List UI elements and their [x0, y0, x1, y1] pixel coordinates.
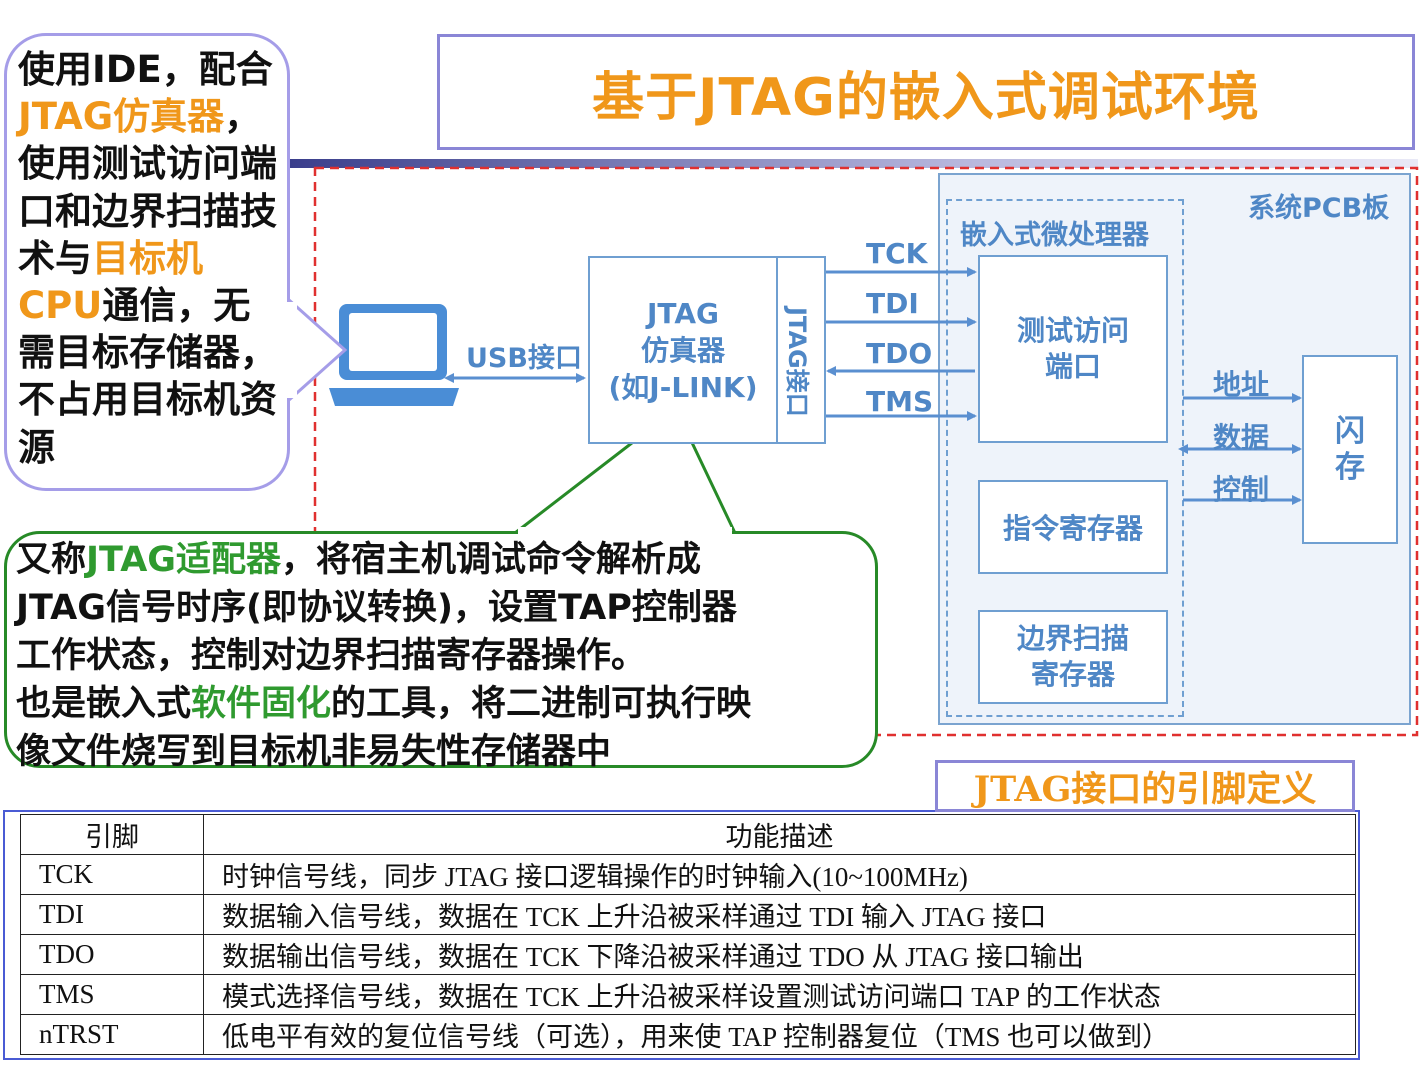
signal-tms: TMS — [866, 385, 934, 418]
green-l3: 工作状态，控制对边界扫描寄存器操作。 — [16, 636, 647, 676]
green-l4-b: 软件固化 — [191, 684, 332, 724]
flash-box: 闪 存 — [1302, 355, 1398, 544]
green-l4-a: 也是嵌入式 — [16, 684, 192, 724]
processor-label: 嵌入式微处理器 — [960, 220, 1149, 251]
title-frame — [437, 34, 1415, 150]
jtag-port-label: JTAG接口 — [783, 307, 811, 417]
instruction-register-box: 指令寄存器 — [978, 480, 1168, 574]
signal-tdi: TDI — [866, 287, 919, 320]
green-l1-a: 又称 — [16, 540, 87, 580]
instruction-register-label: 指令寄存器 — [1002, 512, 1143, 545]
pin-cell: TDI — [20, 894, 204, 935]
desc-cell: 数据输出信号线，数据在 TCK 下降沿被采样通过 TDO 从 JTAG 接口输出 — [203, 934, 1356, 975]
flash-line2: 存 — [1335, 449, 1365, 485]
usb-label: USB接口 — [466, 343, 582, 374]
tap-box: 测试访问 端口 — [978, 255, 1168, 443]
title-divider-bar — [290, 159, 1418, 168]
bsr-line1: 边界扫描 — [1016, 622, 1129, 655]
signal-tdo: TDO — [866, 337, 933, 370]
green-l4-c: 的工具，将二进制可执行映 — [331, 684, 752, 724]
desc-cell: 时钟信号线，同步 JTAG 接口逻辑操作的时钟输入(10~100MHz) — [203, 854, 1356, 895]
jtag-emulator-box — [588, 256, 826, 444]
emulator-divider — [776, 256, 778, 444]
table-row: TDI 数据输入信号线，数据在 TCK 上升沿被采样通过 TDI 输入 JTAG… — [20, 894, 1356, 935]
pin-cell: TMS — [20, 974, 204, 1015]
col-header-pin: 引脚 — [20, 814, 204, 855]
pin-table-title-frame — [935, 760, 1355, 812]
green-callout-gap — [518, 527, 732, 537]
green-l2: JTAG信号时序(即协议转换)，设置TAP控制器 — [16, 588, 737, 628]
processor-frame — [946, 199, 1184, 717]
table-row: TDO 数据输出信号线，数据在 TCK 下降沿被采样通过 TDO 从 JTAG … — [20, 934, 1356, 975]
pin-table: 引脚 功能描述 TCK 时钟信号线，同步 JTAG 接口逻辑操作的时钟输入(10… — [20, 814, 1356, 1055]
green-callout — [4, 531, 878, 768]
bus-address-label: 地址 — [1213, 368, 1270, 401]
bsr-line2: 寄存器 — [1030, 658, 1115, 691]
bus-data-label: 数据 — [1213, 421, 1270, 454]
laptop-icon — [329, 304, 459, 406]
table-row: nTRST 低电平有效的复位信号线（可选），用来使 TAP 控制器复位（TMS … — [20, 1014, 1356, 1055]
emulator-line1: JTAG — [647, 297, 719, 330]
desc-cell: 模式选择信号线，数据在 TCK 上升沿被采样设置测试访问端口 TAP 的工作状态 — [203, 974, 1356, 1015]
left-note-seg-5: 通信，无需目标存储器，不占用目标机资源 — [18, 284, 277, 469]
left-callout-gap — [283, 302, 297, 398]
green-l5: 像文件烧写到目标机非易失性存储器中 — [16, 732, 612, 772]
col-header-desc: 功能描述 — [203, 814, 1356, 855]
pcb-label: 系统PCB板 — [1248, 193, 1390, 224]
left-callout — [4, 33, 290, 491]
pin-cell: TCK — [20, 854, 204, 895]
signal-tck: TCK — [866, 237, 928, 270]
left-note-seg-4: 目标机CPU — [18, 236, 203, 328]
table-row: TCK 时钟信号线，同步 JTAG 接口逻辑操作的时钟输入(10~100MHz) — [20, 854, 1356, 895]
boundary-scan-register-box: 边界扫描 寄存器 — [978, 610, 1168, 704]
bus-control-label: 控制 — [1213, 473, 1270, 506]
desc-cell: 低电平有效的复位信号线（可选），用来使 TAP 控制器复位（TMS 也可以做到） — [203, 1014, 1356, 1055]
pin-cell: nTRST — [20, 1014, 204, 1055]
tap-line1: 测试访问 — [1016, 314, 1129, 347]
emulator-label: JTAG 仿真器 (如J-LINK) — [590, 295, 776, 406]
tap-line2: 端口 — [1044, 350, 1101, 383]
left-note-seg-2: JTAG仿真器 — [18, 95, 225, 139]
pin-table-title: JTAG接口的引脚定义 — [973, 768, 1317, 810]
emulator-line3: (如J-LINK) — [608, 371, 758, 404]
left-callout-text: 使用IDE，配合JTAG仿真器，使用测试访问端口和边界扫描技术与目标机CPU通信… — [18, 46, 280, 471]
left-note-seg-1: 使用IDE，配合 — [18, 48, 273, 91]
desc-cell: 数据输入信号线，数据在 TCK 上升沿被采样通过 TDI 输入 JTAG 接口 — [203, 894, 1356, 935]
flash-line1: 闪 — [1335, 413, 1365, 449]
green-callout-text: 又称JTAG适配器，将宿主机调试命令解析成 JTAG信号时序(即协议转换)，设置… — [16, 536, 876, 776]
emulator-line2: 仿真器 — [640, 334, 725, 367]
green-l1-c: ，将宿主机调试命令解析成 — [281, 540, 702, 580]
green-l1-b: JTAG适配器 — [86, 540, 282, 580]
table-row: TMS 模式选择信号线，数据在 TCK 上升沿被采样设置测试访问端口 TAP 的… — [20, 974, 1356, 1015]
left-note-seg-3: ，使用测试访问端口和边界扫描技术与 — [18, 95, 277, 280]
pin-cell: TDO — [20, 934, 204, 975]
page-title: 基于JTAG的嵌入式调试环境 — [592, 67, 1260, 128]
